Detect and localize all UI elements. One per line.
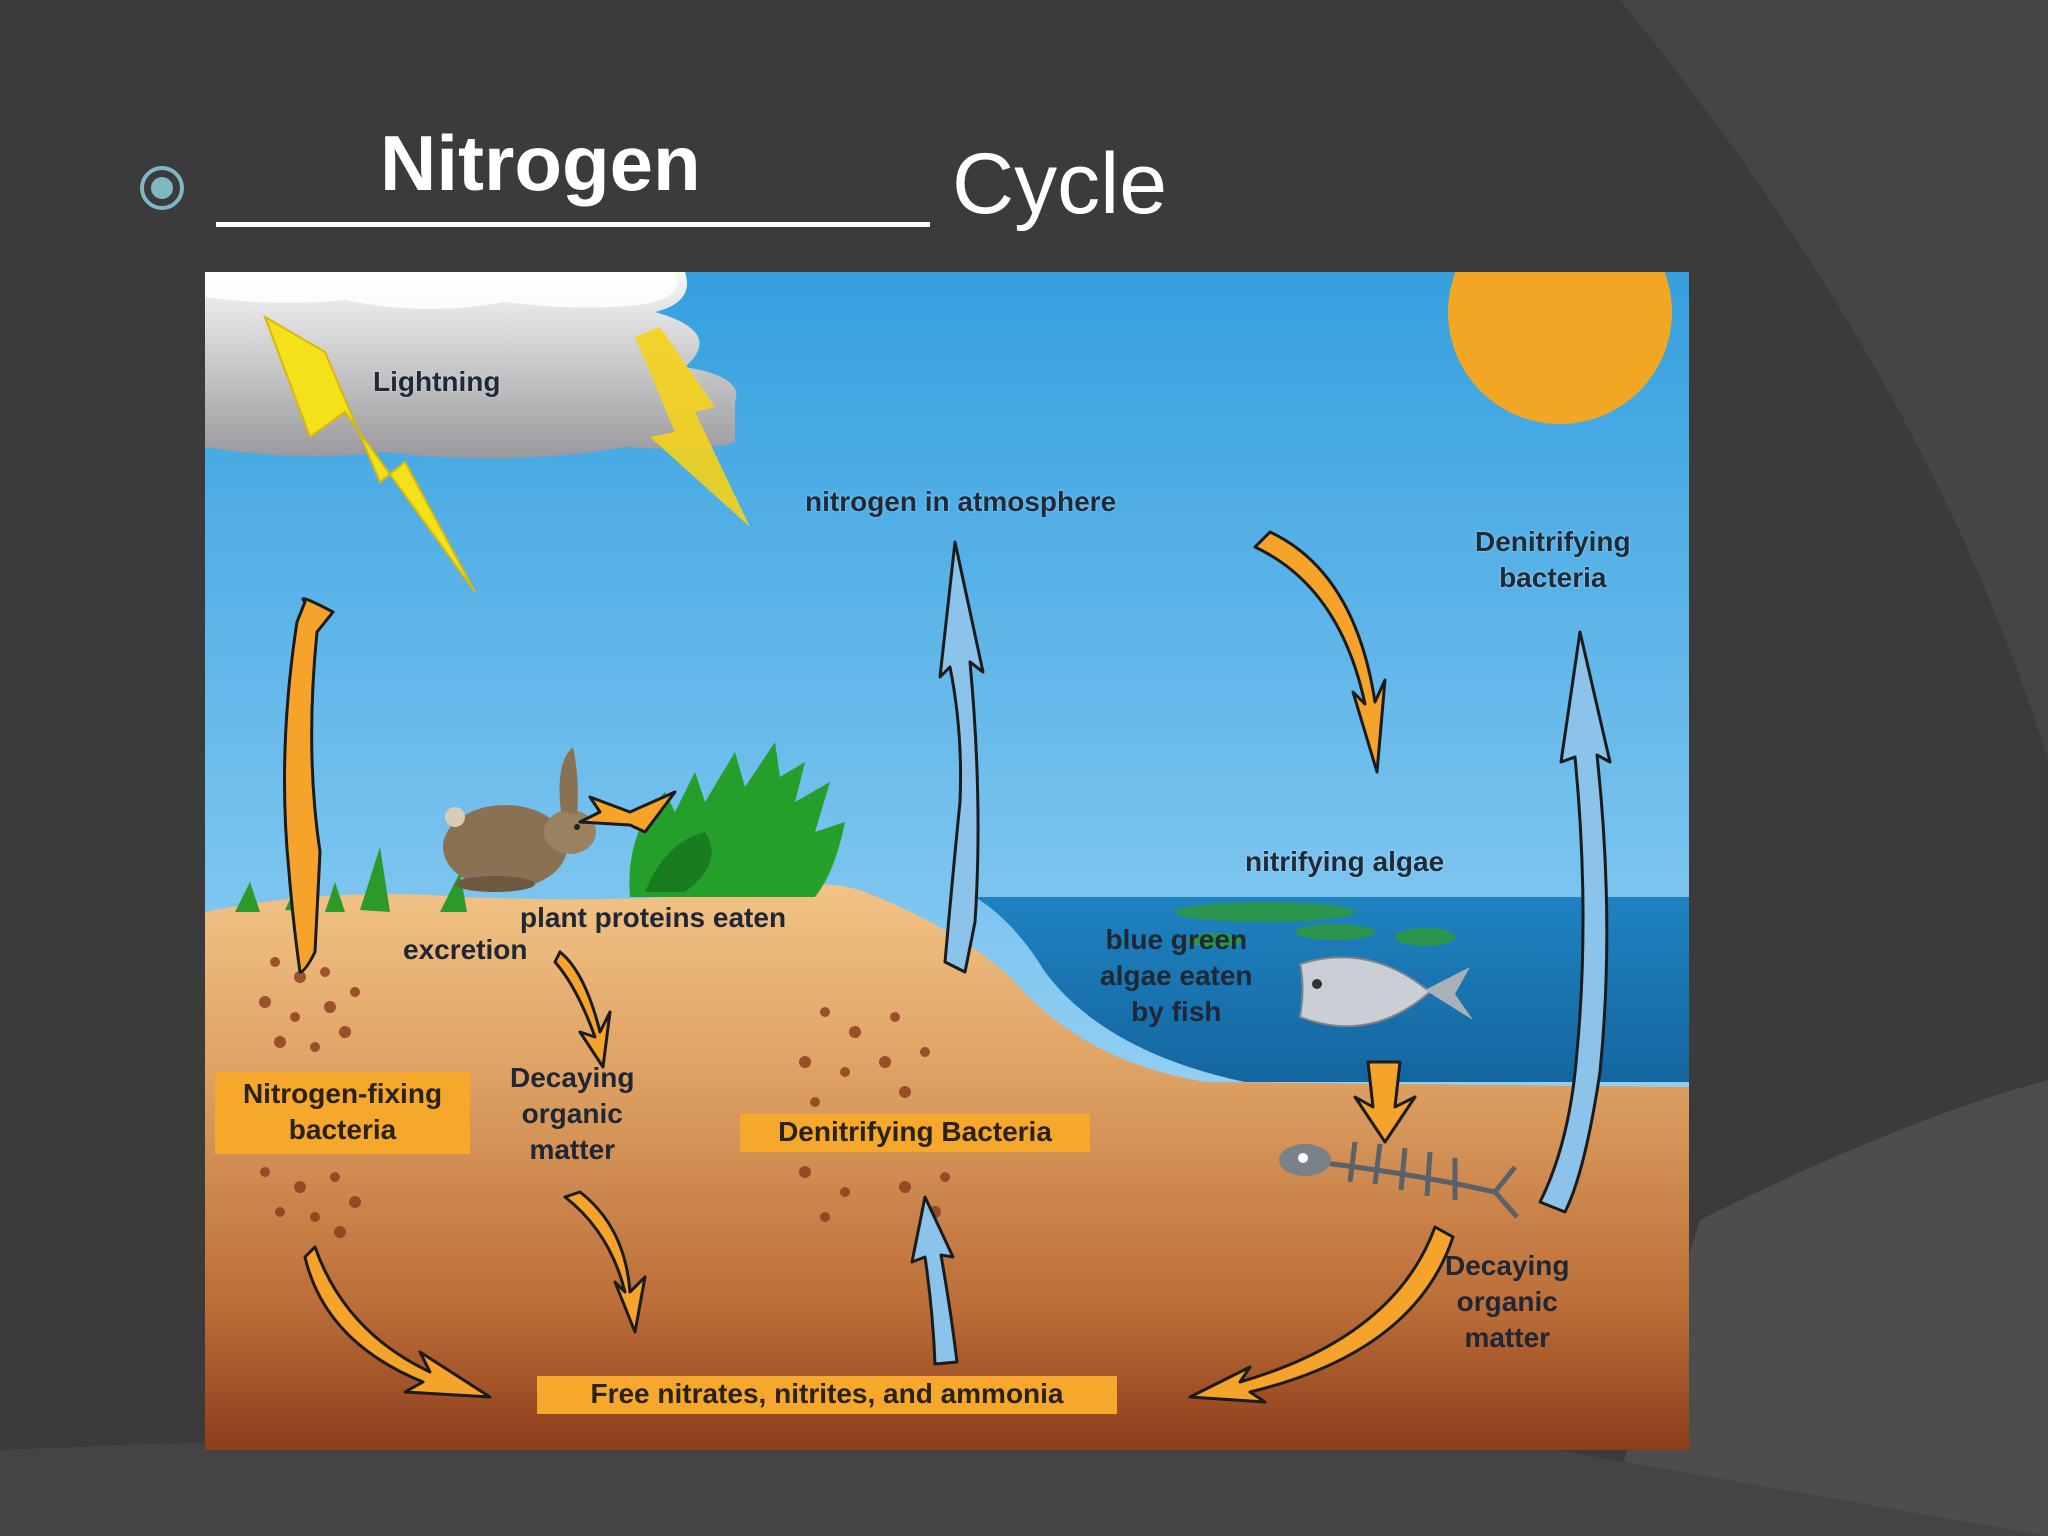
arrow-soil-to-atmosphere (938, 540, 985, 974)
slide-title-suffix: Cycle (952, 136, 1168, 232)
arrow-excretion-down (553, 950, 612, 1069)
label-blue-green-algae: blue green algae eaten by fish (1100, 924, 1253, 1027)
arrow-lightning-to-soil (283, 597, 335, 974)
label-denitrifying-bacteria-box: Denitrifying Bacteria (740, 1114, 1090, 1152)
label-nitrogen-in-atmosphere: nitrogen in atmosphere (805, 486, 1117, 517)
arrow-nitrates-to-denitrifying (910, 1195, 959, 1366)
label-nitrogen-fixing-bacteria: Nitrogen-fixing bacteria (215, 1072, 470, 1154)
arrow-decaying-right-to-nitrates (1188, 1225, 1455, 1404)
soil (205, 883, 1689, 1450)
bullet-icon (140, 166, 184, 210)
sun (1448, 272, 1672, 424)
lightning-bolt-left (263, 314, 476, 593)
label-lightning: Lightning (373, 366, 501, 397)
bacteria-cluster-left (259, 957, 361, 1238)
label-denitrifying-bacteria-top: Denitrifying bacteria (1475, 526, 1631, 593)
label-nitrifying-algae: nitrifying algae (1245, 846, 1445, 877)
label-excretion: excretion (403, 934, 528, 965)
fill-in-blank-answer: Nitrogen (380, 119, 701, 207)
bacteria-cluster-middle (799, 1007, 950, 1222)
fill-in-blank-line (216, 222, 930, 227)
orange-arrows (283, 530, 1455, 1404)
label-plant-proteins-eaten: plant proteins eaten (520, 902, 787, 933)
diagram-illustration (205, 272, 1689, 1450)
blue-arrows (910, 540, 1612, 1366)
label-decaying-organic-matter-left: Decaying organic matter (510, 1062, 635, 1165)
label-free-nitrates: Free nitrates, nitrites, and ammonia (537, 1376, 1117, 1414)
arrow-bacteria-to-nitrates (303, 1245, 492, 1399)
arrow-fish-to-skeleton (1353, 1060, 1417, 1144)
nitrogen-cycle-diagram: Lightning nitrogen in atmosphere Denitri… (205, 272, 1689, 1450)
label-decaying-organic-matter-right: Decaying organic matter (1445, 1250, 1570, 1353)
fish-skeleton (1279, 1141, 1519, 1219)
arrow-atmosphere-to-algae (1253, 530, 1387, 774)
arrow-denitrifying-to-atmosphere (1538, 630, 1612, 1214)
fish (1298, 956, 1473, 1028)
arrow-plant-to-rabbit (578, 790, 677, 834)
algae (1175, 902, 1455, 947)
arrow-decaying-to-nitrates (563, 1190, 647, 1334)
lightning-bolt-right (635, 327, 750, 527)
